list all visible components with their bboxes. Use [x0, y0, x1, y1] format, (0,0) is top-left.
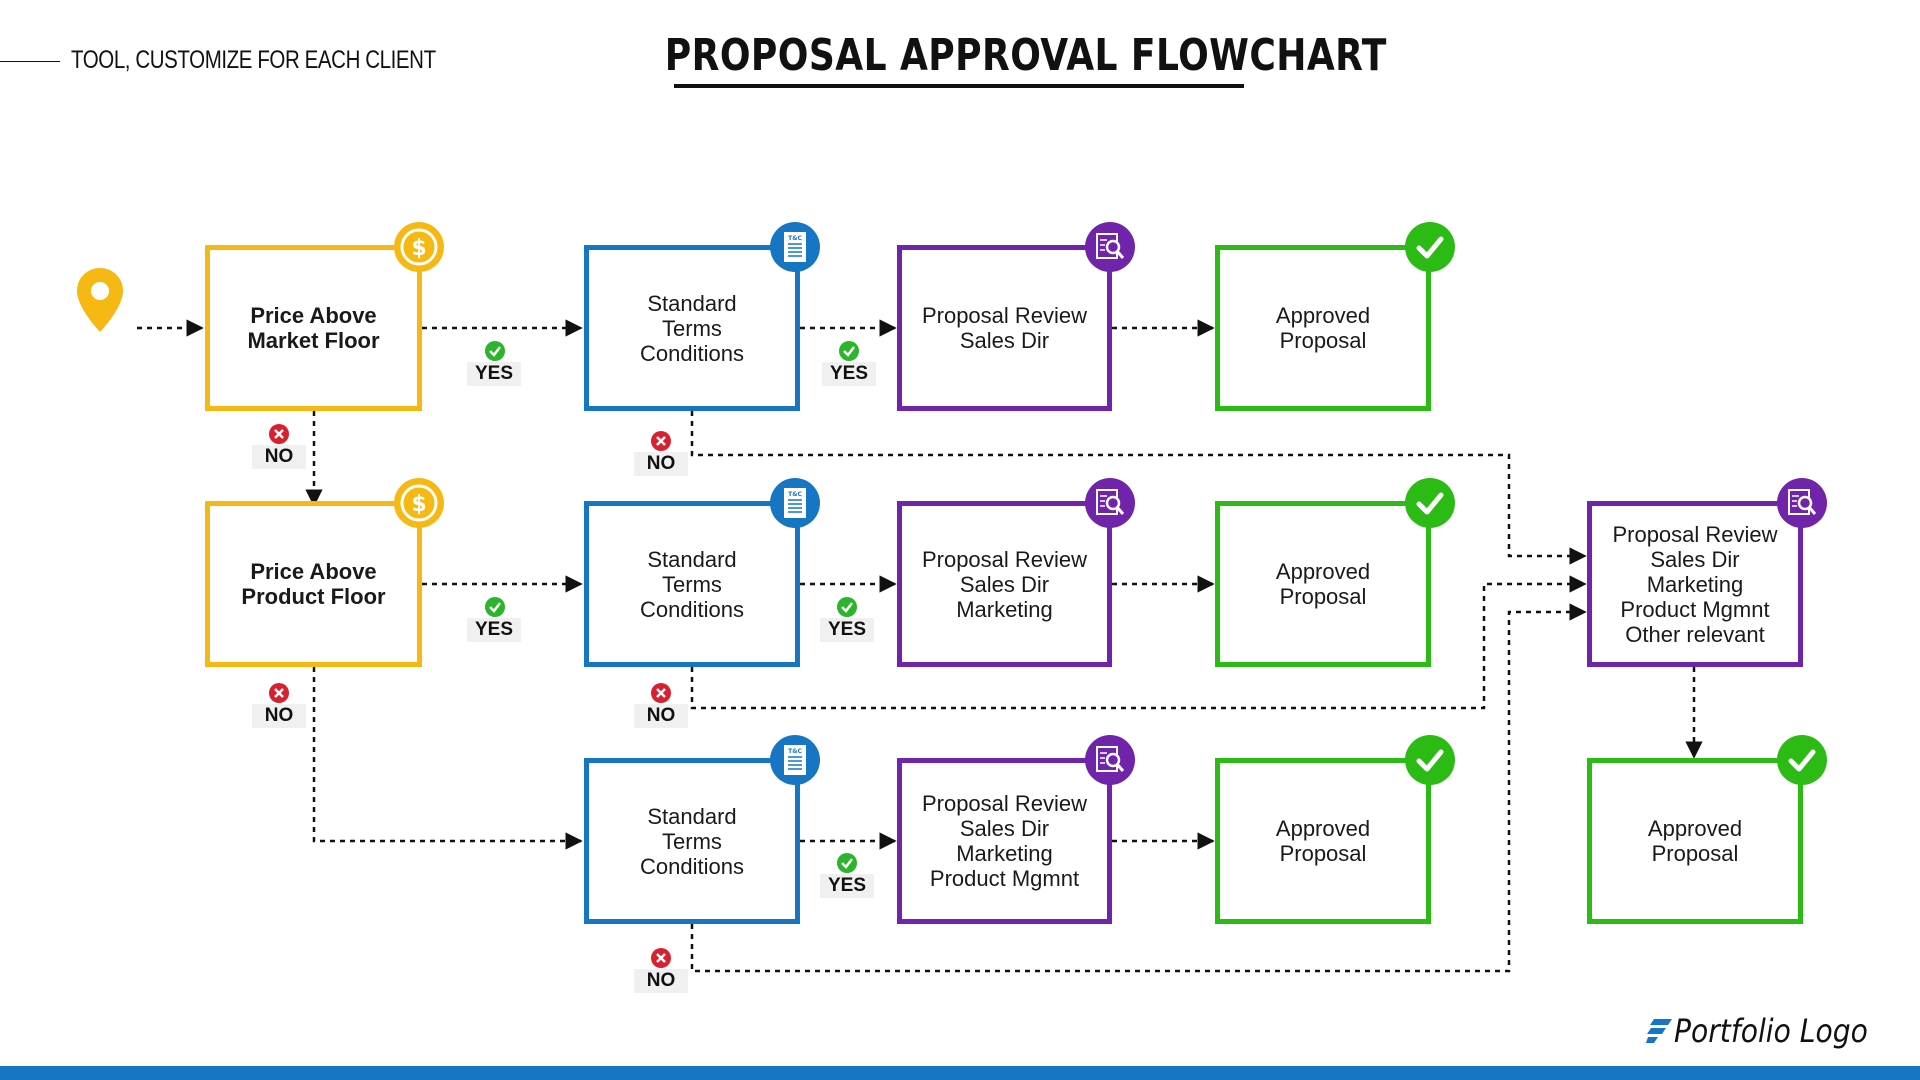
edge-label-yes: YES: [822, 362, 876, 386]
node-standard-terms-1: Standard Terms Conditions: [584, 245, 800, 411]
node-price-above-market-floor: Price Above Market Floor: [205, 245, 422, 411]
node-label: Proposal Review Sales Dir: [921, 303, 1088, 353]
node-standard-terms-2: Standard Terms Conditions: [584, 501, 800, 667]
node-label: Approved Proposal: [1275, 816, 1371, 866]
yes-check-icon: [837, 853, 857, 873]
node-approved-proposal-1: Approved Proposal: [1215, 245, 1431, 411]
node-label: Standard Terms Conditions: [640, 803, 744, 879]
header-tag: TOOL, CUSTOMIZE FOR EACH CLIENT: [71, 46, 436, 74]
node-proposal-review-4: Proposal Review Sales Dir Marketing Prod…: [1587, 501, 1803, 667]
terms-glyph: T&C: [788, 491, 802, 498]
logo-mark-icon: [1645, 1019, 1672, 1043]
node-label: Price Above Market Floor: [247, 303, 380, 353]
node-label: Approved Proposal: [1647, 816, 1743, 866]
no-x-icon: [651, 431, 671, 451]
edge-terms2-no: [690, 575, 1587, 710]
node-approved-proposal-4: Approved Proposal: [1587, 758, 1803, 924]
edge-terms3-no: [690, 603, 1587, 973]
no-x-icon: [651, 683, 671, 703]
yes-check-icon: [837, 597, 857, 617]
page-title: PROPOSAL APPROVAL FLOWCHART: [664, 30, 1387, 81]
checkmark-icon: [1405, 478, 1455, 528]
review-magnifier-icon: [1085, 478, 1135, 528]
title-underline: [674, 84, 1244, 88]
node-proposal-review-1: Proposal Review Sales Dir: [897, 245, 1112, 411]
node-price-above-product-floor: Price Above Product Floor: [205, 501, 422, 667]
no-x-icon: [269, 683, 289, 703]
edge-price-product-no: [312, 667, 583, 850]
edge-label-yes: YES: [467, 618, 521, 642]
node-label: Standard Terms Conditions: [640, 546, 744, 622]
node-label: Proposal Review Sales Dir Marketing Prod…: [921, 791, 1088, 891]
header-rule: [0, 61, 60, 62]
edge-label-no: NO: [252, 704, 306, 728]
node-approved-proposal-2: Approved Proposal: [1215, 501, 1431, 667]
edge-label-no: NO: [252, 445, 306, 469]
edge-label-no: NO: [634, 969, 688, 993]
review-magnifier-icon: [1085, 735, 1135, 785]
node-label: Proposal Review Sales Dir Marketing Prod…: [1612, 521, 1778, 647]
node-label: Approved Proposal: [1275, 303, 1371, 353]
node-standard-terms-3: Standard Terms Conditions: [584, 758, 800, 924]
svg-text:$: $: [411, 236, 426, 261]
terms-glyph: T&C: [788, 748, 802, 755]
checkmark-icon: [1405, 735, 1455, 785]
edge-terms1-no: [690, 411, 1587, 565]
edge-label-yes: YES: [820, 874, 874, 898]
portfolio-logo: Portfolio Logo: [1645, 1012, 1894, 1050]
node-label: Proposal Review Sales Dir Marketing: [921, 546, 1088, 622]
terms-document-icon: T&C: [770, 478, 820, 528]
terms-glyph: T&C: [788, 235, 802, 242]
yes-check-icon: [839, 341, 859, 361]
yes-check-icon: [485, 597, 505, 617]
footer-bar: [0, 1066, 1920, 1080]
logo-text: Portfolio Logo: [1673, 1012, 1868, 1050]
node-proposal-review-2: Proposal Review Sales Dir Marketing: [897, 501, 1112, 667]
checkmark-icon: [1777, 735, 1827, 785]
terms-document-icon: T&C: [770, 222, 820, 272]
review-magnifier-icon: [1777, 478, 1827, 528]
no-x-icon: [651, 948, 671, 968]
edge-label-yes: YES: [820, 618, 874, 642]
edge-label-no: NO: [634, 704, 688, 728]
node-label: Approved Proposal: [1275, 559, 1371, 609]
node-label: Price Above Product Floor: [241, 559, 386, 609]
dollar-icon: $: [394, 222, 444, 272]
location-pin-icon: [77, 268, 123, 332]
node-approved-proposal-3: Approved Proposal: [1215, 758, 1431, 924]
edge-label-yes: YES: [467, 362, 521, 386]
review-magnifier-icon: [1085, 222, 1135, 272]
svg-text:$: $: [411, 492, 426, 517]
edge-label-no: NO: [634, 452, 688, 476]
node-proposal-review-3: Proposal Review Sales Dir Marketing Prod…: [897, 758, 1112, 924]
yes-check-icon: [485, 341, 505, 361]
node-label: Standard Terms Conditions: [640, 290, 744, 366]
no-x-icon: [269, 424, 289, 444]
checkmark-icon: [1405, 222, 1455, 272]
dollar-icon: $: [394, 478, 444, 528]
terms-document-icon: T&C: [770, 735, 820, 785]
